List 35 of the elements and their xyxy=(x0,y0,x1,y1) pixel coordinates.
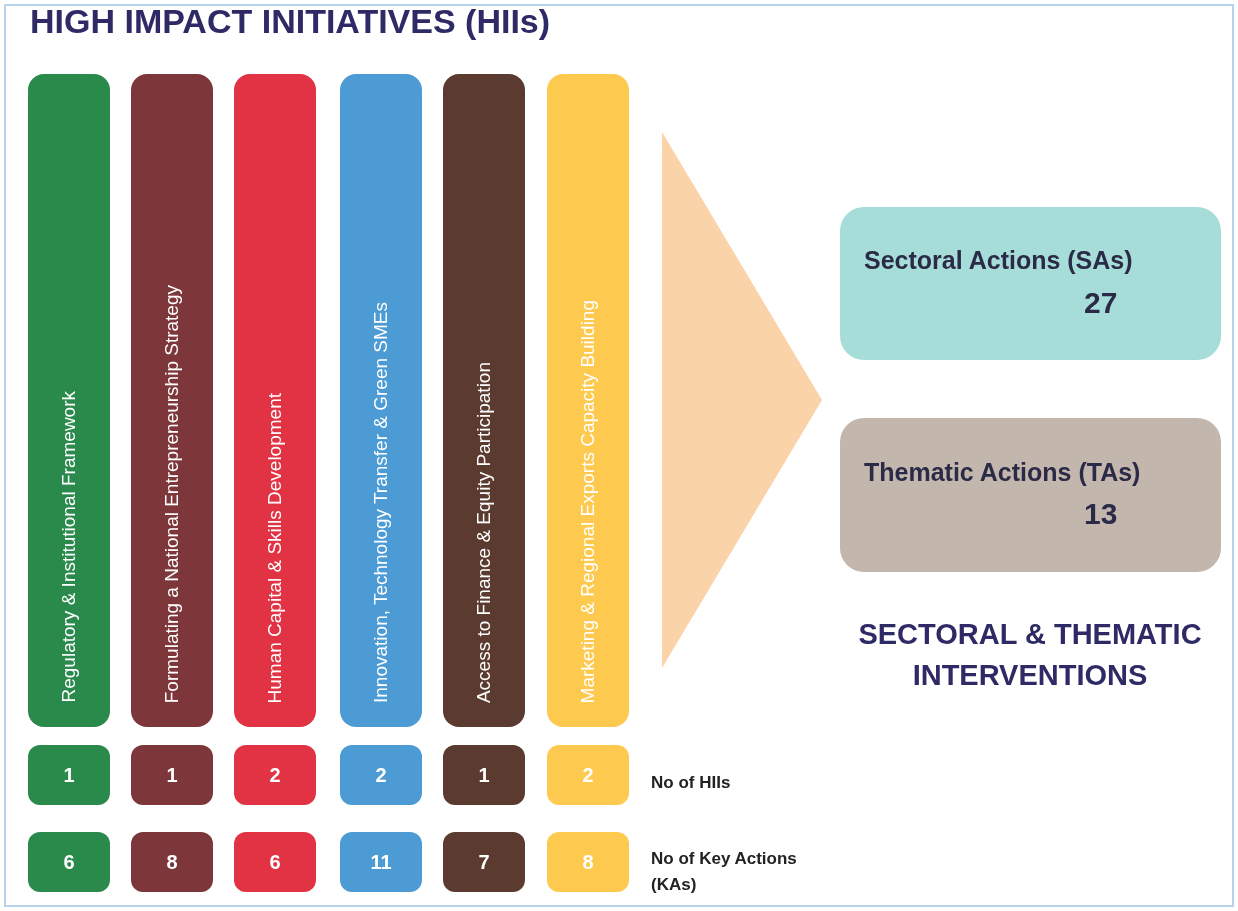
initiative-label: Access to Finance & Equity Participation xyxy=(472,361,496,703)
card-count: 27 xyxy=(1084,284,1118,321)
row-label: No of Key Actions (KAs) xyxy=(651,848,798,896)
count-box: 11 xyxy=(340,832,422,892)
card-count: 13 xyxy=(1084,496,1118,533)
initiative-bar xyxy=(234,74,316,727)
count-box: 1 xyxy=(28,745,110,805)
initiative-bar xyxy=(443,74,525,727)
card-heading: Thematic Actions (TAs) xyxy=(864,456,1141,488)
count-box: 1 xyxy=(443,745,525,805)
count-box: 2 xyxy=(234,745,316,805)
row-label: No of HIIs xyxy=(651,772,731,794)
action-card xyxy=(840,207,1221,360)
initiative-label: Human Capital & Skills Development xyxy=(263,392,287,703)
initiative-bar xyxy=(131,74,213,727)
initiative-label: Marketing & Regional Exports Capacity Building xyxy=(576,299,600,703)
section-heading: SECTORAL & THEMATIC INTERVENTIONS xyxy=(857,617,1203,693)
initiative-bar xyxy=(28,74,110,727)
count-box: 6 xyxy=(28,832,110,892)
initiative-label: Innovation, Technology Transfer & Green SMEs xyxy=(369,302,393,703)
count-box: 2 xyxy=(340,745,422,805)
title: HIGH IMPACT INITIATIVES (HIIs) xyxy=(30,4,551,38)
initiative-label: Formulating a National Entrepreneurship Strategy xyxy=(160,284,184,703)
initiative-bar xyxy=(547,74,629,727)
initiative-bar xyxy=(340,74,422,727)
count-box: 2 xyxy=(547,745,629,805)
initiative-label: Regulatory & Institutional Framework xyxy=(57,391,81,703)
count-box: 6 xyxy=(234,832,316,892)
count-box: 8 xyxy=(131,832,213,892)
chevron-arrow xyxy=(662,132,822,668)
count-box: 8 xyxy=(547,832,629,892)
card-heading: Sectoral Actions (SAs) xyxy=(864,245,1133,277)
action-card xyxy=(840,418,1221,572)
count-box: 1 xyxy=(131,745,213,805)
count-box: 7 xyxy=(443,832,525,892)
